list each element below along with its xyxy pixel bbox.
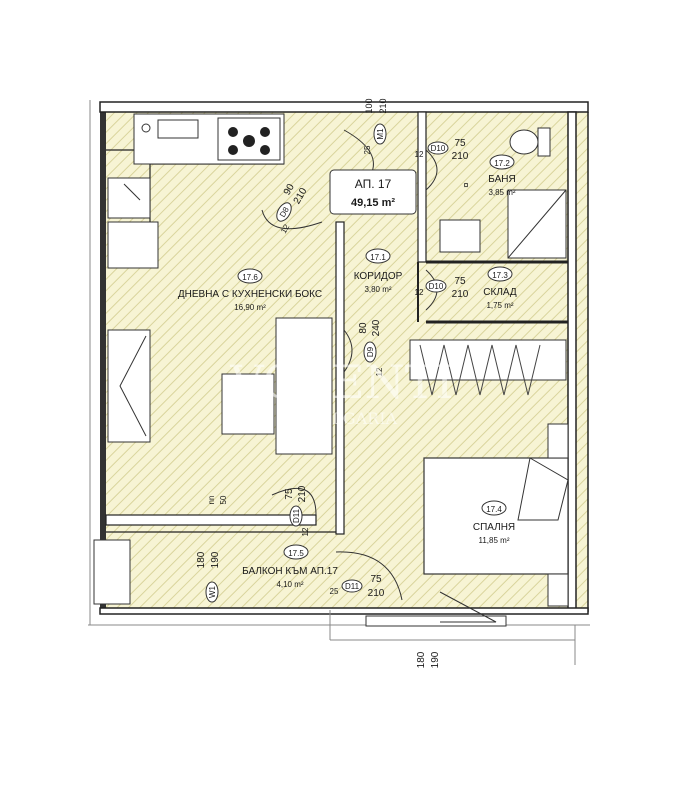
- double-bed: [423, 423, 569, 607]
- door-sill: 12: [415, 288, 424, 297]
- room-id: 17.3: [492, 271, 508, 280]
- door-height: 210: [297, 485, 308, 502]
- toilet: [509, 127, 551, 157]
- room-name: СКЛАД: [483, 287, 517, 298]
- room-area: 3,85 m²: [488, 188, 515, 197]
- door-width: 75: [454, 138, 466, 149]
- window-width: 180: [196, 551, 207, 568]
- door-sill: 12: [301, 527, 310, 536]
- door-height: 210: [452, 289, 469, 300]
- door-height: 210: [368, 588, 385, 599]
- fridge: [107, 177, 151, 219]
- door-tag: M1: [376, 128, 385, 140]
- door-tag-m1: M1 100 210 25: [363, 98, 388, 154]
- washbasin: [439, 219, 481, 253]
- room-corridor: 17.1 КОРИДОР 3,80 m²: [354, 248, 403, 294]
- door-width: 75: [370, 574, 382, 585]
- door-tag: D11: [345, 582, 360, 591]
- bedroom-wardrobe: [409, 339, 567, 396]
- door-width: 90: [282, 182, 297, 198]
- door-tag: D9: [366, 346, 375, 357]
- room-id: 17.6: [242, 273, 258, 282]
- door-tag: D11: [292, 508, 301, 523]
- door-width: 75: [284, 488, 295, 500]
- room-id: 17.4: [486, 505, 502, 514]
- window-tag-w1: W1 180 190: [196, 551, 221, 603]
- room-name: КОРИДОР: [354, 271, 403, 282]
- nn-value: 50: [219, 495, 228, 504]
- room-name: БАНЯ: [488, 174, 515, 185]
- room-name: ДНЕВНА С КУХНЕНСКИ БОКС: [178, 289, 322, 300]
- door-tag-d11-balcony: D11 75 210 12: [284, 485, 310, 536]
- door-swings: [261, 129, 497, 623]
- window-dims-bedroom: 180 190: [416, 651, 441, 668]
- watermark-sub: BULGARIA: [307, 409, 398, 428]
- door-width: 80: [358, 322, 369, 334]
- door-width: 100: [364, 98, 374, 113]
- balcony-railing: [93, 539, 131, 605]
- room-bathroom: 17.2 БАНЯ 3,85 m² ¤: [463, 154, 516, 197]
- door-sill: 12: [415, 150, 424, 159]
- apartment-name: АП. 17: [355, 177, 392, 191]
- nn-label: nn: [207, 496, 216, 505]
- window-height: 190: [430, 651, 441, 668]
- apartment-label: АП. 17 49,15 m²: [329, 169, 417, 215]
- shower-tray: [507, 189, 567, 259]
- door-height: 210: [378, 98, 388, 113]
- door-tag-d9: D9 80 240 12: [358, 319, 384, 376]
- room-id: 17.2: [494, 159, 510, 168]
- apartment-area: 49,15 m²: [351, 197, 395, 209]
- door-tag-d8: D8 90 210 12: [276, 182, 310, 235]
- room-storage: 17.3 СКЛАД 1,75 m²: [483, 266, 517, 310]
- nn-annotation: nn 50: [207, 495, 228, 504]
- outer-walls: [88, 100, 590, 665]
- window-tag: W1: [208, 585, 217, 598]
- window-height: 190: [210, 551, 221, 568]
- kitchen-counter: [133, 113, 285, 165]
- room-area: 4,10 m²: [276, 580, 303, 589]
- wardrobe-unit: [107, 221, 159, 269]
- room-area: 11,85 m²: [479, 536, 510, 545]
- room-id: 17.1: [370, 253, 386, 262]
- door-sill: 25: [330, 587, 339, 596]
- room-name: БАЛКОН КЪМ АП.17: [242, 566, 338, 577]
- room-bedroom: 17.4 СПАЛНЯ 11,85 m²: [473, 500, 515, 545]
- tv-unit: [107, 329, 151, 443]
- door-tag: D10: [431, 144, 446, 153]
- door-height: 210: [452, 151, 469, 162]
- door-sill: 25: [363, 145, 372, 154]
- room-balcony: 17.5 БАЛКОН КЪМ АП.17 4,10 m²: [242, 544, 338, 589]
- room-area: 16,90 m²: [234, 303, 266, 312]
- room-id: 17.5: [288, 549, 304, 558]
- door-width: 75: [454, 276, 466, 287]
- room-name: СПАЛНЯ: [473, 522, 515, 533]
- door-tag-d11-bedroom: D11 75 210 25: [330, 574, 385, 599]
- door-tag-d10-storage: D10 75 210 12: [415, 276, 469, 300]
- room-area: 1,75 m²: [486, 301, 513, 310]
- window-frame: [365, 615, 507, 627]
- door-sill: 12: [375, 367, 384, 376]
- door-tag-d10-bath: D10 75 210 12: [415, 138, 469, 162]
- room-living: 17.6 ДНЕВНА С КУХНЕНСКИ БОКС 16,90 m²: [178, 268, 322, 312]
- sofa: [221, 317, 333, 455]
- door-tag: D10: [429, 282, 444, 291]
- window-width: 180: [416, 651, 427, 668]
- room-area: 3,80 m²: [364, 285, 391, 294]
- ceiling-light-icon: ¤: [463, 180, 468, 190]
- watermark: VOLENTI BULGARIA: [229, 355, 453, 428]
- door-height: 240: [371, 319, 382, 336]
- watermark-main: VOLENTI: [229, 355, 453, 409]
